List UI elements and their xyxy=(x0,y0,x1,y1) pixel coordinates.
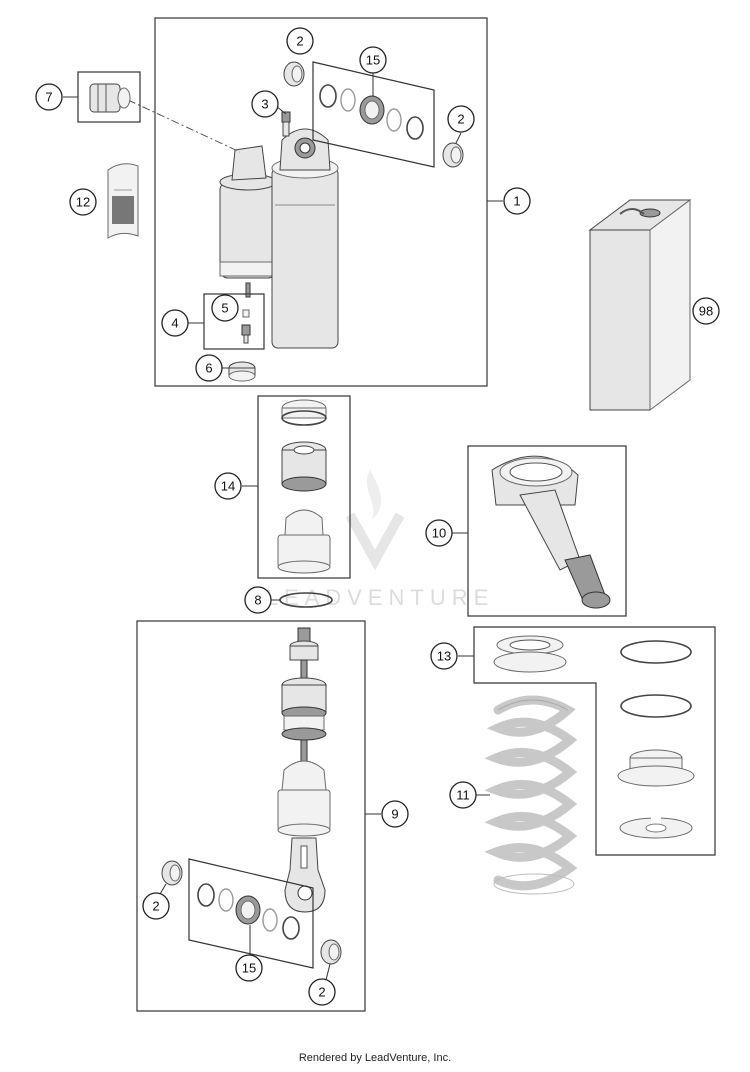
watermark-text: LEADVENTURE xyxy=(266,585,495,610)
callout-15: 15 xyxy=(359,46,387,74)
shock-damper-body xyxy=(271,128,339,349)
svg-text:15: 15 xyxy=(242,961,256,976)
svg-text:2: 2 xyxy=(152,899,159,914)
bushing-bottom-right xyxy=(320,939,342,965)
bushing-bottom-left xyxy=(161,860,183,886)
svg-text:8: 8 xyxy=(254,593,261,608)
callout-5: 5 xyxy=(211,294,239,322)
warning-sticker xyxy=(107,163,139,239)
callout-98: 98 xyxy=(692,297,720,325)
callout-6: 6 xyxy=(195,354,223,382)
svg-text:5: 5 xyxy=(221,301,228,316)
coil-spring xyxy=(484,695,578,895)
bushing-top-left xyxy=(283,61,305,87)
spring-seat xyxy=(493,635,567,673)
callout-2: 2 xyxy=(308,978,336,1006)
bearing-kit-top xyxy=(312,61,435,168)
svg-text:2: 2 xyxy=(318,985,325,1000)
spacer-rings xyxy=(620,640,692,718)
bleed-valve xyxy=(281,111,291,137)
oil-canister xyxy=(588,199,692,411)
damper-rod-assembly xyxy=(277,627,331,913)
watermark: LEADVENTURE xyxy=(266,470,495,610)
svg-text:2: 2 xyxy=(457,112,464,127)
svg-text:15: 15 xyxy=(366,53,380,68)
callout-13: 13 xyxy=(430,642,458,670)
bearing-kit-bottom xyxy=(188,858,314,969)
valve-cap xyxy=(228,361,256,382)
seal-head xyxy=(281,441,327,492)
svg-text:13: 13 xyxy=(437,649,451,664)
callout-15: 15 xyxy=(235,954,263,982)
split-collar xyxy=(619,817,693,839)
leader-7-dashed xyxy=(127,99,241,153)
callout-1: 1 xyxy=(503,187,531,215)
callout-7: 7 xyxy=(35,83,63,111)
svg-text:6: 6 xyxy=(205,361,212,376)
seal-ring xyxy=(281,399,327,426)
svg-text:98: 98 xyxy=(699,304,713,319)
reservoir-head xyxy=(491,455,611,609)
callout-14: 14 xyxy=(214,472,242,500)
part-14-frame xyxy=(257,395,351,579)
bump-stop xyxy=(277,509,331,574)
adjuster-cartridge xyxy=(89,83,131,113)
leader-2c xyxy=(159,883,167,895)
bushing-top-right xyxy=(442,142,464,168)
callout-9: 9 xyxy=(381,800,409,828)
svg-text:7: 7 xyxy=(45,90,52,105)
callout-2: 2 xyxy=(142,892,170,920)
svg-text:2: 2 xyxy=(296,34,303,49)
preload-adapter xyxy=(617,749,695,787)
svg-text:10: 10 xyxy=(432,526,446,541)
callout-10: 10 xyxy=(425,519,453,547)
shock-reservoir xyxy=(219,145,277,298)
svg-text:4: 4 xyxy=(171,316,178,331)
callout-2: 2 xyxy=(447,105,475,133)
svg-text:9: 9 xyxy=(391,807,398,822)
callout-4: 4 xyxy=(161,309,189,337)
callout-11: 11 xyxy=(449,781,477,809)
callout-12: 12 xyxy=(69,188,97,216)
callout-3: 3 xyxy=(251,90,279,118)
valve-kit-frame xyxy=(203,293,265,350)
callout-8: 8 xyxy=(244,586,272,614)
leader-2b xyxy=(455,132,462,144)
shock-assembly-frame xyxy=(154,17,488,387)
leader-2d xyxy=(325,963,331,981)
footer-credit: Rendered by LeadVenture, Inc. xyxy=(298,1052,452,1064)
svg-text:12: 12 xyxy=(76,195,90,210)
part-13-frame xyxy=(473,626,716,856)
valve-core xyxy=(241,309,251,344)
svg-text:14: 14 xyxy=(221,479,235,494)
svg-text:3: 3 xyxy=(261,97,268,112)
svg-text:1: 1 xyxy=(513,194,520,209)
callout-2: 2 xyxy=(286,27,314,55)
part-10-frame xyxy=(467,445,627,617)
damper-rod-frame xyxy=(136,620,366,1012)
svg-text:11: 11 xyxy=(456,788,470,803)
